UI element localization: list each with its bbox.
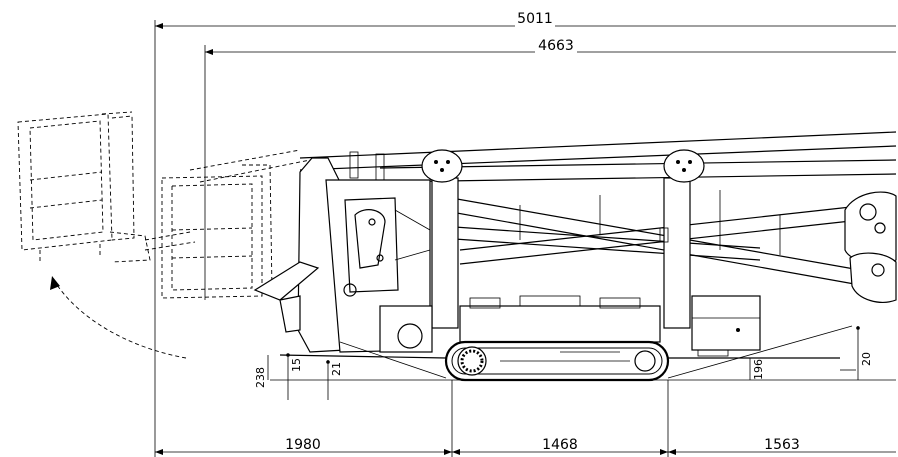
rear-overhang-label: 1563: [764, 437, 800, 453]
boom-head: [844, 191, 897, 303]
rotation-arrow: [50, 276, 187, 359]
boom-arms: [299, 131, 897, 286]
front-overhang-label: 1980: [285, 437, 321, 453]
lower-arm: [253, 261, 320, 333]
ground-lines: [270, 325, 896, 381]
dimension-rear-angle: 20: [840, 326, 873, 380]
crawler-track: [444, 340, 670, 382]
overall-length-label: 5011: [517, 11, 553, 27]
dimension-angle-21: 21: [326, 360, 343, 400]
dimension-clearance-15: 15: [286, 353, 303, 400]
dimension-height-left: 238: [254, 355, 269, 388]
dimension-boom-length: 4663: [204, 38, 896, 300]
undercarriage: [379, 295, 761, 357]
angle-21-label: 21: [330, 362, 343, 376]
clearance-15-label: 15: [290, 358, 303, 372]
mast-right: [659, 149, 705, 329]
boom-length-label: 4663: [538, 38, 574, 54]
track-length-label: 1468: [542, 437, 578, 453]
platform-stowed-dashed: [161, 149, 311, 299]
platform-rotated-dashed: [17, 111, 196, 263]
rear-angle-label: 20: [860, 352, 873, 366]
dimension-overall-length: 5011: [154, 11, 896, 300]
height-238-label: 238: [254, 367, 267, 388]
dimension-rear-height: 196: [749, 358, 765, 380]
dimension-bottom-chain: 1980 1468 1563: [154, 300, 896, 457]
mast-left: [421, 149, 463, 329]
rear-height-label: 196: [752, 359, 765, 380]
